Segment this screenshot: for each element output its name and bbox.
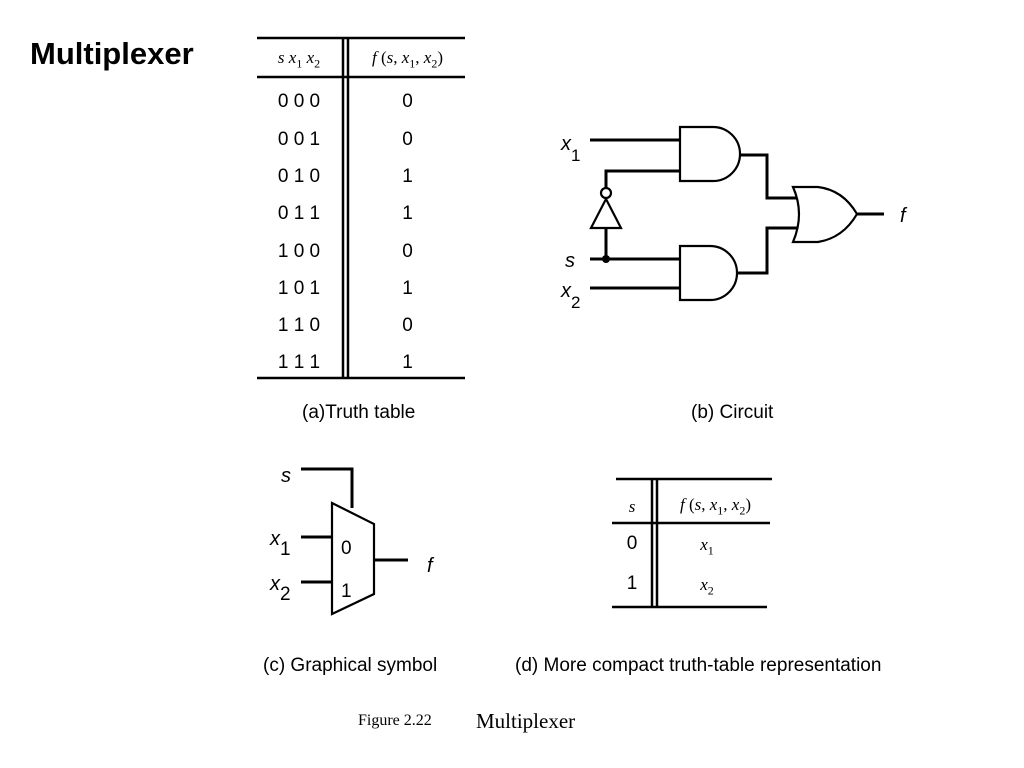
truth-table-row: 0 0 0 0 bbox=[277, 91, 413, 112]
symbol-in0: 0 bbox=[341, 538, 352, 559]
compact-table-rules bbox=[612, 477, 772, 609]
compact-truth-table: s f (s, x1, x2) 0 x1 1 x2 bbox=[612, 477, 774, 610]
compact-table-caption: (d) More compact truth-table representat… bbox=[515, 655, 882, 676]
figure-title: Multiplexer bbox=[476, 709, 576, 733]
mux-symbol: s x 1 x 2 0 1 f bbox=[269, 465, 435, 616]
figure-number: Figure 2.22 bbox=[358, 712, 432, 729]
symbol-x2-label: x bbox=[269, 573, 281, 595]
compact-header-s: s bbox=[628, 497, 636, 516]
page-title: Multiplexer bbox=[30, 36, 194, 71]
truth-table-rules bbox=[257, 36, 465, 380]
symbol-x1-label: x bbox=[269, 528, 281, 550]
truth-table-row: 1 0 0 0 bbox=[277, 241, 413, 262]
truth-table-row: 1 0 1 1 bbox=[277, 278, 413, 299]
f-label: f bbox=[900, 205, 908, 227]
symbol-caption: (c) Graphical symbol bbox=[263, 655, 438, 676]
symbol-in1: 1 bbox=[341, 581, 352, 602]
s-not-wire bbox=[604, 169, 680, 189]
x1-label: x bbox=[560, 133, 572, 155]
x2-sub-label: 2 bbox=[571, 293, 580, 312]
not-bubble bbox=[599, 186, 613, 200]
and-gate-top bbox=[678, 125, 742, 183]
and-gate-bottom bbox=[678, 244, 739, 302]
x2-label: x bbox=[560, 280, 572, 302]
truth-table-row: 0 1 0 1 bbox=[277, 166, 413, 187]
symbol-f-label: f bbox=[427, 555, 435, 577]
and1-out-wire bbox=[739, 153, 800, 200]
truth-table-header-inputs: s x1 x2 bbox=[277, 48, 321, 71]
and2-out-wire bbox=[736, 226, 800, 275]
or-gate bbox=[791, 185, 859, 244]
junction-dot bbox=[602, 255, 610, 263]
truth-table-caption: (a)Truth table bbox=[302, 402, 416, 423]
s-label: s bbox=[565, 250, 575, 272]
symbol-s-label: s bbox=[281, 465, 291, 487]
compact-table-row: 1 x2 bbox=[626, 573, 714, 598]
truth-table-row: 0 1 1 1 bbox=[277, 203, 413, 224]
truth-table-header-output: f (s, x1, x2) bbox=[371, 48, 444, 71]
truth-table-row: 1 1 1 1 bbox=[277, 352, 413, 373]
compact-header-f: f (s, x1, x2) bbox=[679, 495, 752, 518]
truth-table: s x1 x2 f (s, x1, x2) 0 0 0 0 0 0 1 0 0 … bbox=[255, 36, 467, 381]
circuit-caption: (b) Circuit bbox=[691, 402, 774, 423]
not-gate bbox=[589, 196, 623, 230]
truth-table-row: 1 1 0 0 bbox=[277, 315, 413, 336]
mux-circuit: x 1 s x 2 f bbox=[560, 125, 908, 312]
truth-table-row: 0 0 1 0 bbox=[277, 129, 413, 150]
symbol-x1-sub: 1 bbox=[280, 539, 291, 560]
symbol-x2-sub: 2 bbox=[280, 584, 291, 605]
compact-table-row: 0 x1 bbox=[626, 533, 714, 558]
symbol-s-wire bbox=[301, 467, 354, 508]
x1-sub-label: 1 bbox=[571, 146, 580, 165]
mux-trapezoid bbox=[330, 501, 376, 616]
